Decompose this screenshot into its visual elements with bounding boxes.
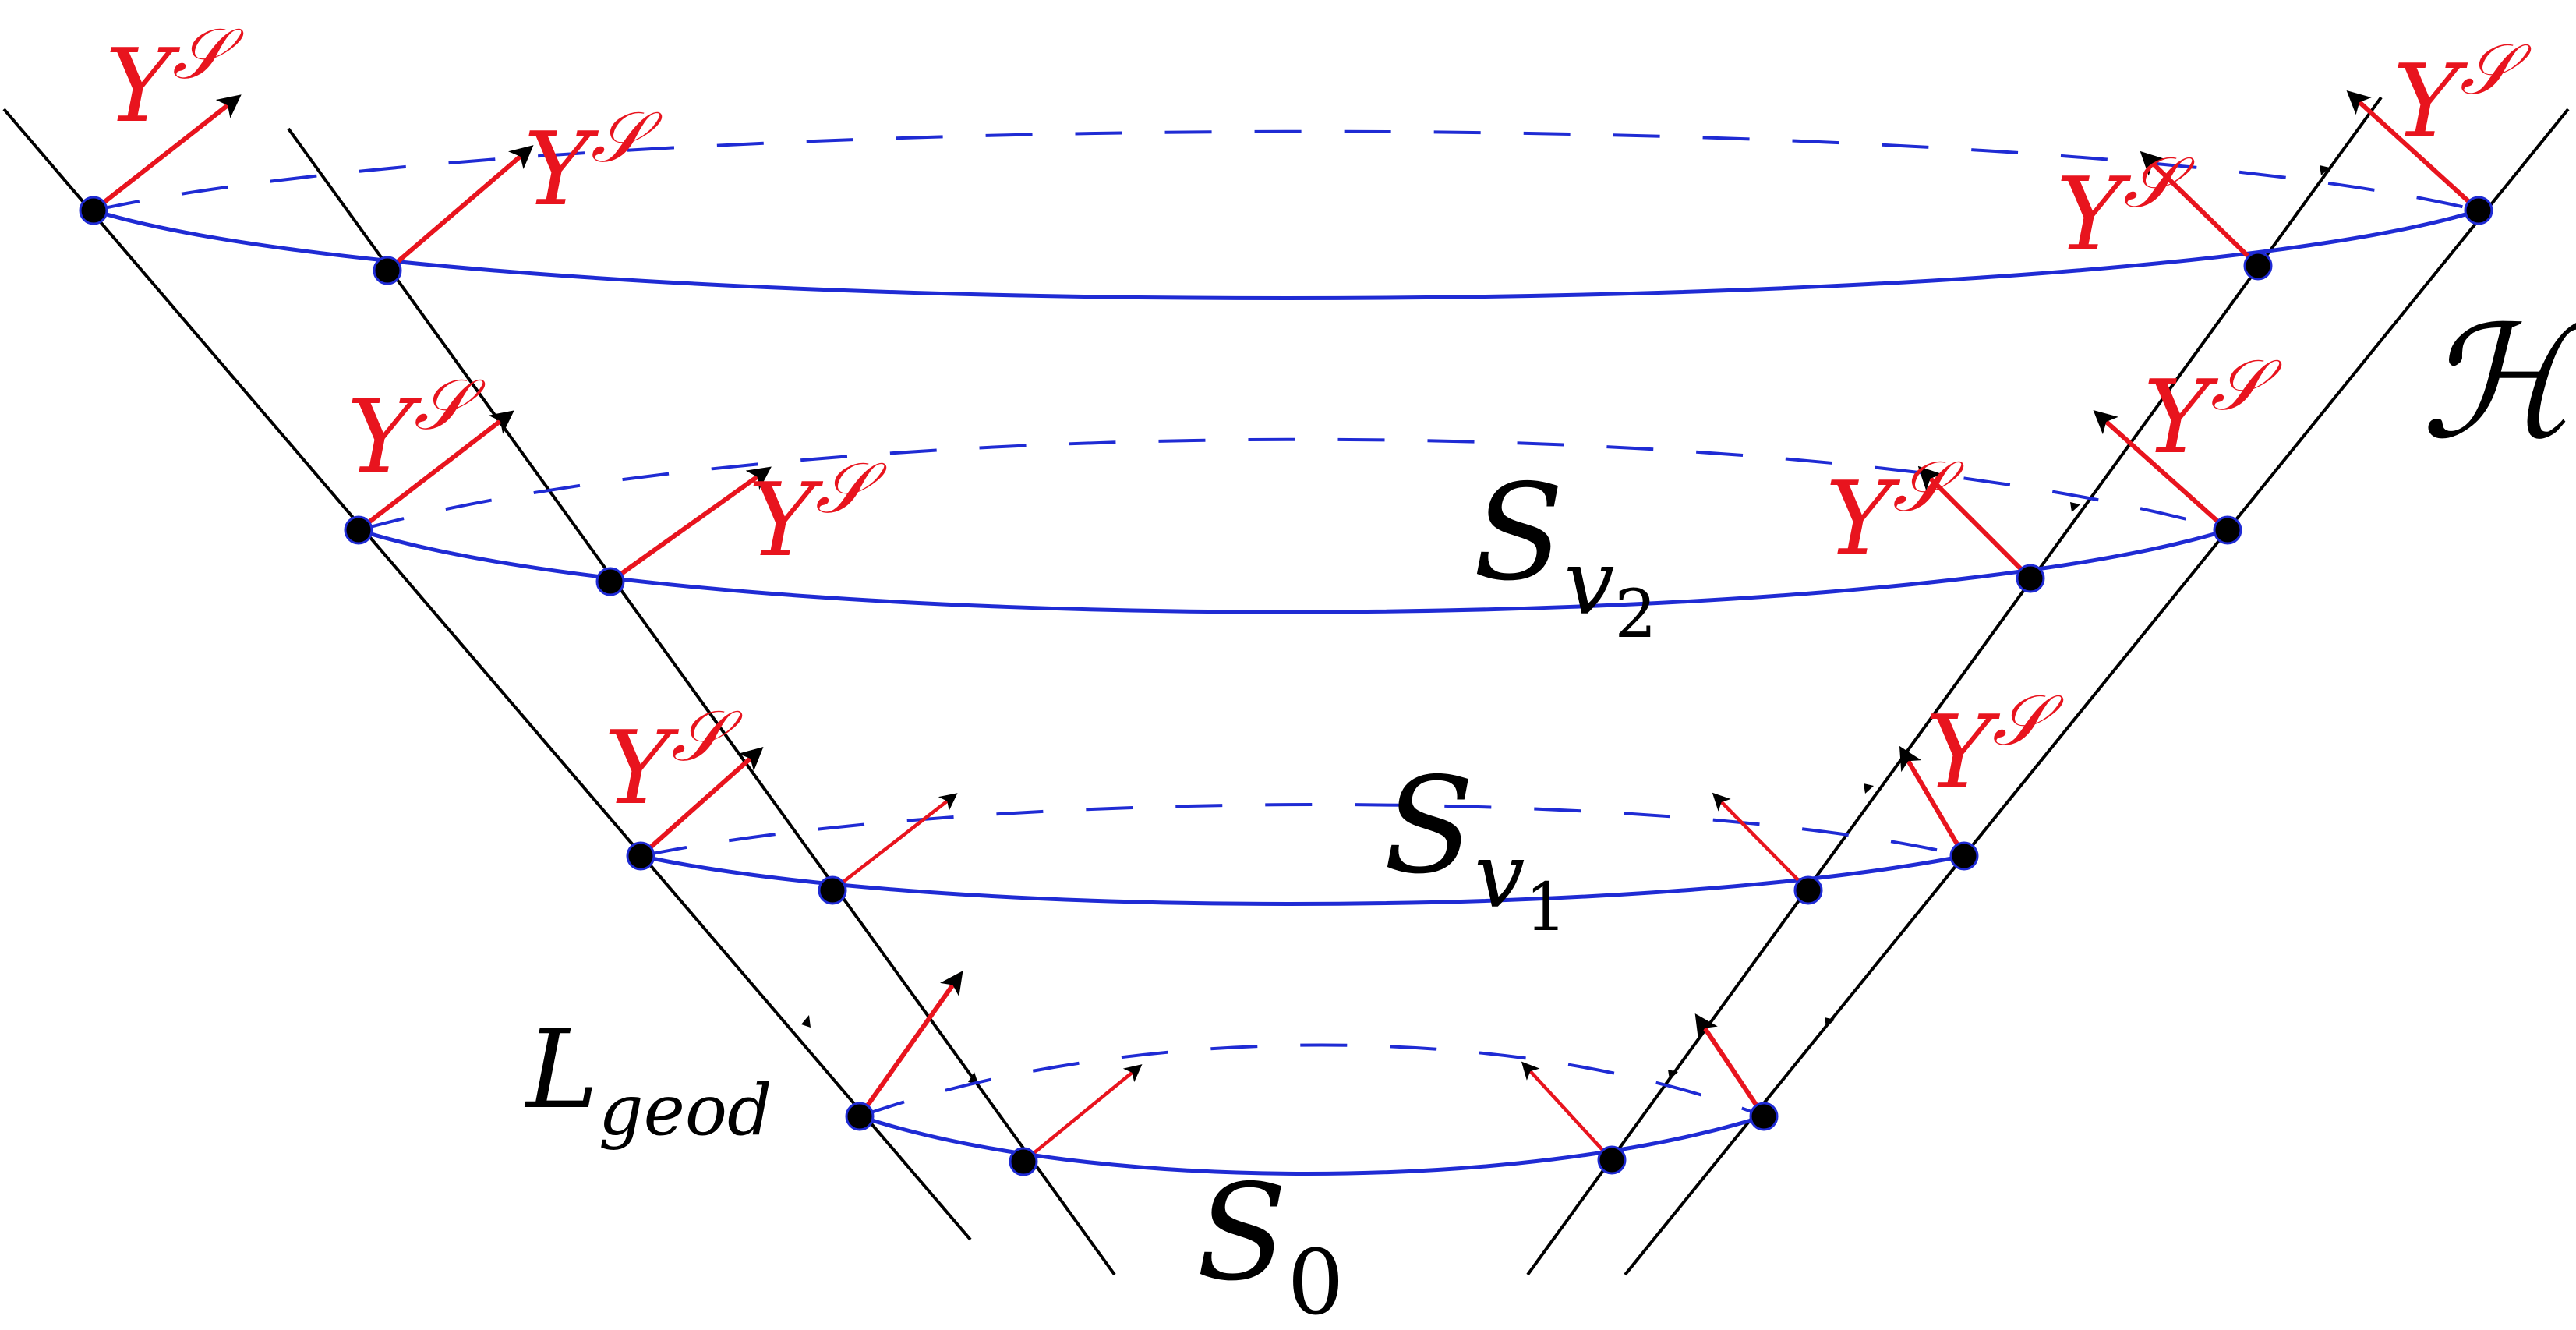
generator-arrow-icon bbox=[2070, 502, 2080, 512]
vector-arrow-icon bbox=[857, 971, 963, 1118]
horizon-point bbox=[1597, 1145, 1627, 1175]
section-0-back bbox=[859, 1043, 1765, 1118]
vector-arrow-icon bbox=[357, 410, 514, 532]
horizon-point bbox=[2243, 251, 2273, 281]
section-v2-front bbox=[358, 528, 2228, 614]
vector-arrow-icon bbox=[1712, 792, 1810, 892]
vector-arrow-icon bbox=[1899, 745, 1966, 858]
vector-arrow-icon bbox=[1694, 1013, 1766, 1118]
cross-sections-back bbox=[93, 129, 2479, 1118]
horizon-point bbox=[344, 515, 373, 545]
geodesic-label: Lgeod bbox=[524, 1006, 772, 1151]
vector-label: Y𝒮 bbox=[2056, 142, 2195, 274]
horizon-point bbox=[2464, 196, 2493, 225]
vector-label: Y𝒮 bbox=[524, 97, 663, 228]
section-0-label: S0 bbox=[1196, 1156, 1345, 1330]
horizon-label: ℋ bbox=[2420, 292, 2576, 474]
section-v1-front bbox=[640, 854, 1965, 906]
section-top-front bbox=[93, 208, 2479, 300]
vector-arrow-icon bbox=[2093, 410, 2229, 532]
generator-arrow-icon bbox=[1825, 1017, 1835, 1028]
vector-label: Y𝒮 bbox=[105, 13, 244, 145]
generator-arrow-icon bbox=[968, 1072, 978, 1084]
vector-arrow-icon bbox=[92, 94, 242, 213]
horizon-point bbox=[1949, 841, 1979, 871]
cross-sections-front bbox=[93, 208, 2479, 1176]
vector-arrow-icon bbox=[609, 466, 772, 584]
vector-label: Y𝒮 bbox=[2393, 29, 2532, 161]
generator-direction-arrows bbox=[801, 165, 2330, 1084]
horizon-point bbox=[626, 841, 655, 871]
vector-labels: Y𝒮 Y𝒮 Y𝒮 Y𝒮 Y𝒮 Y𝒮 Y𝒮 Y𝒮 Y𝒮 Y𝒮 bbox=[105, 13, 2532, 827]
horizon-point bbox=[373, 256, 402, 285]
generator-arrow-icon bbox=[801, 1015, 811, 1028]
vector-label: Y𝒮 bbox=[604, 695, 743, 827]
horizon-point bbox=[818, 875, 847, 905]
section-v1-label: Sv1 bbox=[1383, 749, 1567, 946]
section-v1-back bbox=[640, 803, 1965, 858]
vector-label: Y𝒮 bbox=[748, 447, 887, 579]
generator-outer-right bbox=[1624, 108, 2570, 1276]
vector-label: Y𝒮 bbox=[2143, 345, 2282, 476]
section-v2-label: Sv2 bbox=[1473, 456, 1657, 653]
generator-arrow-icon bbox=[2320, 165, 2330, 175]
horizon-point bbox=[1749, 1102, 1779, 1131]
horizon-point bbox=[2213, 515, 2242, 545]
vector-label: Y𝒮 bbox=[1925, 680, 2064, 812]
vector-label: Y𝒮 bbox=[1825, 446, 1964, 578]
generator-outer-left bbox=[2, 108, 972, 1241]
vector-arrow-icon bbox=[831, 793, 958, 892]
vector-arrow-icon bbox=[2346, 90, 2481, 213]
vector-arrow-icon bbox=[1022, 1064, 1143, 1163]
section-v2-back bbox=[358, 437, 2228, 532]
horizon-point bbox=[79, 196, 108, 225]
horizon-point bbox=[595, 567, 625, 596]
section-top-back bbox=[93, 129, 2479, 212]
vector-arrow-icon bbox=[2140, 150, 2260, 268]
vector-arrow-icon bbox=[1917, 465, 2033, 581]
section-0-front bbox=[859, 1114, 1765, 1176]
horizon-point bbox=[1793, 875, 1823, 905]
horizon-points bbox=[79, 196, 2493, 1176]
vector-arrow-icon bbox=[1521, 1061, 1613, 1162]
generator-arrow-icon bbox=[1864, 783, 1874, 794]
vector-arrow-icon bbox=[639, 747, 764, 858]
generator-arrow-icon bbox=[1668, 1070, 1678, 1080]
vector-label: Y𝒮 bbox=[347, 364, 486, 496]
horizon-point bbox=[2016, 564, 2045, 593]
horizon-point bbox=[845, 1102, 875, 1131]
vector-field-arrows bbox=[92, 90, 2481, 1163]
vector-arrow-icon bbox=[386, 145, 534, 273]
section-labels: Sv2 Sv1 S0 Lgeod ℋ bbox=[524, 292, 2576, 1330]
horizon-point bbox=[1009, 1147, 1038, 1176]
